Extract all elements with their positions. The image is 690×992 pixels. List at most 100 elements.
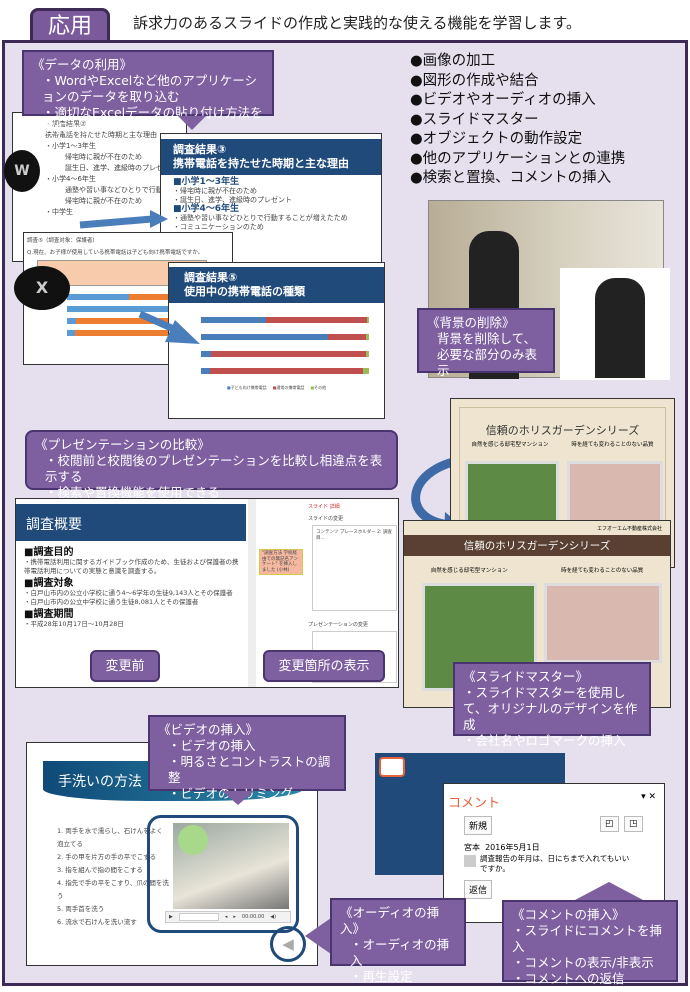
headline: 訴求力のあるスライドの作成と実践的な使える機能を学習します。 [133,14,582,32]
slide-body: ■調査目的 ・携帯電話利用に関するガイドブック作成のため、生徒および保護者の携帯… [24,547,242,629]
video-callout: 《ビデオの挿入》 ・ビデオの挿入 ・明るさとコントラストの調整 ・ビデオのトリミ… [148,715,346,801]
feature-list: ●画像の加工 ●図形の作成や結合 ●ビデオやオーディオの挿入 ●スライドマスター… [410,52,625,189]
callout-item: 必要な部分のみ表示 [437,347,538,378]
doc-line: ・小学4～6年生 [45,175,96,183]
arrow-word-to-slide [79,215,153,229]
chart-bar-0 [201,317,369,323]
step-item: 3. 指を組んで指の間をこする [57,866,143,874]
video-frame[interactable] [173,823,289,909]
comment-bubble-icon[interactable] [379,757,405,777]
slide-line: ・通塾や習い事などひとりで行動することが増えたため [173,214,348,222]
legend-entry: ■その他 [310,385,327,390]
new-comment-button[interactable]: 新規 [464,816,493,835]
step-forward-icon[interactable]: ▸ [233,914,236,920]
doc-line: ・調査結果③ [45,120,87,128]
play-icon[interactable]: ▶ [169,914,173,920]
button-label: 返信 [469,886,488,896]
feature-item: ●他のアプリケーションとの連携 [410,150,626,167]
slide-master-callout: 《スライドマスター》 ・スライドマスターを使用して、オリジナルのデザインを作成 … [453,662,651,748]
avatar [464,855,476,867]
stacked-bar-chart [201,317,369,374]
word-icon: W [4,150,40,192]
callout-title: 《ビデオの挿入》 [158,722,259,737]
photo-trees [465,461,559,529]
pane-change-item[interactable]: コンテンツ プレースホルダー 2: 調査目... [312,525,397,611]
bar-segment-子ども向け携帯電話 [67,330,76,336]
slide-title: 調査結果③ [173,143,227,156]
close-icon[interactable]: ▾ ✕ [641,792,656,802]
seek-bar[interactable] [178,913,219,921]
caption: 自然を感じる邸宅型マンション [471,442,549,448]
bar-segment-通常の携帯電話 [328,334,367,340]
slide-survey-5: 調査結果⑤ 使用中の携帯電話の種類 ■子ども向け携帯電話■通常の携帯電話■その他 [168,262,385,419]
slide-line: ・携帯電話利用に関するガイドブック作成のため、生徒および保護者の携帯電話利用につ… [24,558,239,575]
slide-heading: ■小学4～6年生 [173,204,240,214]
slide-heading: ■小学1～3年生 [173,177,240,187]
callout-item: ・ビデオの挿入 [168,738,256,753]
bar-segment-子ども向け携帯電話 [67,306,189,312]
slide-line: ・平成28年10月17日～10月28日 [24,620,124,628]
doc-line: 帰宅時に親が不在のため [65,197,142,205]
next-comment-button[interactable]: ◳ [624,816,643,832]
slide-heading: ■調査期間 [24,609,74,620]
caption: 自然を感じる邸宅型マンション [430,568,508,574]
previous-comment-button[interactable]: ◰ [600,816,619,832]
feature-item: ●オブジェクトの動作設定 [410,131,583,147]
callout-item: ・WordやExcelなど他のアプリケーションのデータを取り込む [42,73,257,104]
callout-item: ・スライドにコメントを挿入 [512,923,663,954]
step-back-icon[interactable]: ◂ [224,914,228,920]
photo-sofa [544,583,662,663]
callout-title: 《オーディオの挿入》 [340,905,440,936]
step-item: 4. 指先で手の平をこすり、爪の間を洗う [57,879,169,900]
step-item: 1. 両手を水で濡らし、石けんをよく泡立てる [57,827,163,848]
pane-heading: プレゼンテーションの変更 [308,622,368,628]
step-item: 2. 手の甲を片方の手の平でこする [57,853,157,861]
reply-button[interactable]: 返信 [464,880,493,899]
callout-item: ・適切なExcelデータの貼り付け方法を選択する [42,105,263,136]
company-name: エフオーエム不動産株式会社 [596,526,662,532]
arrow-down-icon [222,791,254,805]
slide-heading: ■調査対象 [24,578,74,589]
bar-segment-通常の携帯電話 [210,351,366,357]
audio-speaker-icon[interactable]: ◀ [270,926,306,962]
scrollbar[interactable] [248,499,256,687]
audio-callout: 《オーディオの挿入》 ・オーディオの挿入 ・再生設定 [330,898,466,984]
caption: 時を経ても変わることのない品質 [571,442,654,448]
callout-item: ・スライドマスターを使用して、オリジナルのデザインを作成 [463,685,638,732]
step-item: 5. 両手首を洗う [57,905,105,913]
arrow-left-icon [305,918,331,954]
slide-title: 調査結果⑤ [184,271,238,284]
callout-title: 《データの利用》 [32,57,133,72]
bar-segment-子ども向け携帯電話 [201,317,267,323]
feature-item: ●画像の加工 [410,53,496,69]
slide-line: ・白戸山市内の公立中学校に通う生徒8,081人とその保護者 [24,597,199,606]
bar-segment-子ども向け携帯電話 [201,368,210,374]
before-label: 変更前 [90,650,160,682]
volume-icon[interactable]: ◀) [270,914,277,920]
callout-item: ・再生設定 [350,969,413,984]
bar-segment-子ども向け携帯電話 [201,351,211,357]
change-marker[interactable]: "調査方法 学校経由での無記名アンケート" を挿入しました (小林) [259,549,303,575]
video-controls: ▶ ◂ ▸ 00:00.00 ◀) [165,911,291,923]
callout-item: ・校閲前と校閲後のプレゼンテーションを比較し相違点を表示する [45,453,383,484]
sheet-title: 調査⑤（調査対象：保護者） [27,238,98,244]
slide-line: ・誕生日、進学、進級時のプレゼント [173,196,292,204]
pane-title: コメント [448,796,501,811]
doc-line: ・小学1～3年生 [45,142,96,150]
slide-title: 信頼のホリスガーデンシリーズ [485,424,640,437]
doc-line: ・中学生 [45,208,73,216]
soap-ball [178,825,208,855]
bar-segment-子ども向け携帯電話 [67,294,130,300]
arrow-up-icon [575,882,643,900]
legend-swatch: ■ [310,385,315,390]
data-usage-callout: 《データの利用》 ・WordやExcelなど他のアプリケーションのデータを取り込… [22,50,274,136]
pane-tabs[interactable]: スライド 詳細 [308,504,340,510]
bar-segment-子ども向け携帯電話 [67,318,77,324]
slide-title: 調査概要 [16,504,246,541]
legend-entry: ■子ども向け携帯電話 [226,385,267,390]
bar-segment-その他 [366,334,369,340]
comment-author: 宮本 [464,843,480,852]
sheet-question: Q.現在、お子様が使用している携帯電話は子ども向け携帯電話ですか。 [27,250,204,256]
callout-item: ・オーディオの挿入 [350,937,450,968]
feature-item: ●図形の作成や結合 [410,72,539,89]
